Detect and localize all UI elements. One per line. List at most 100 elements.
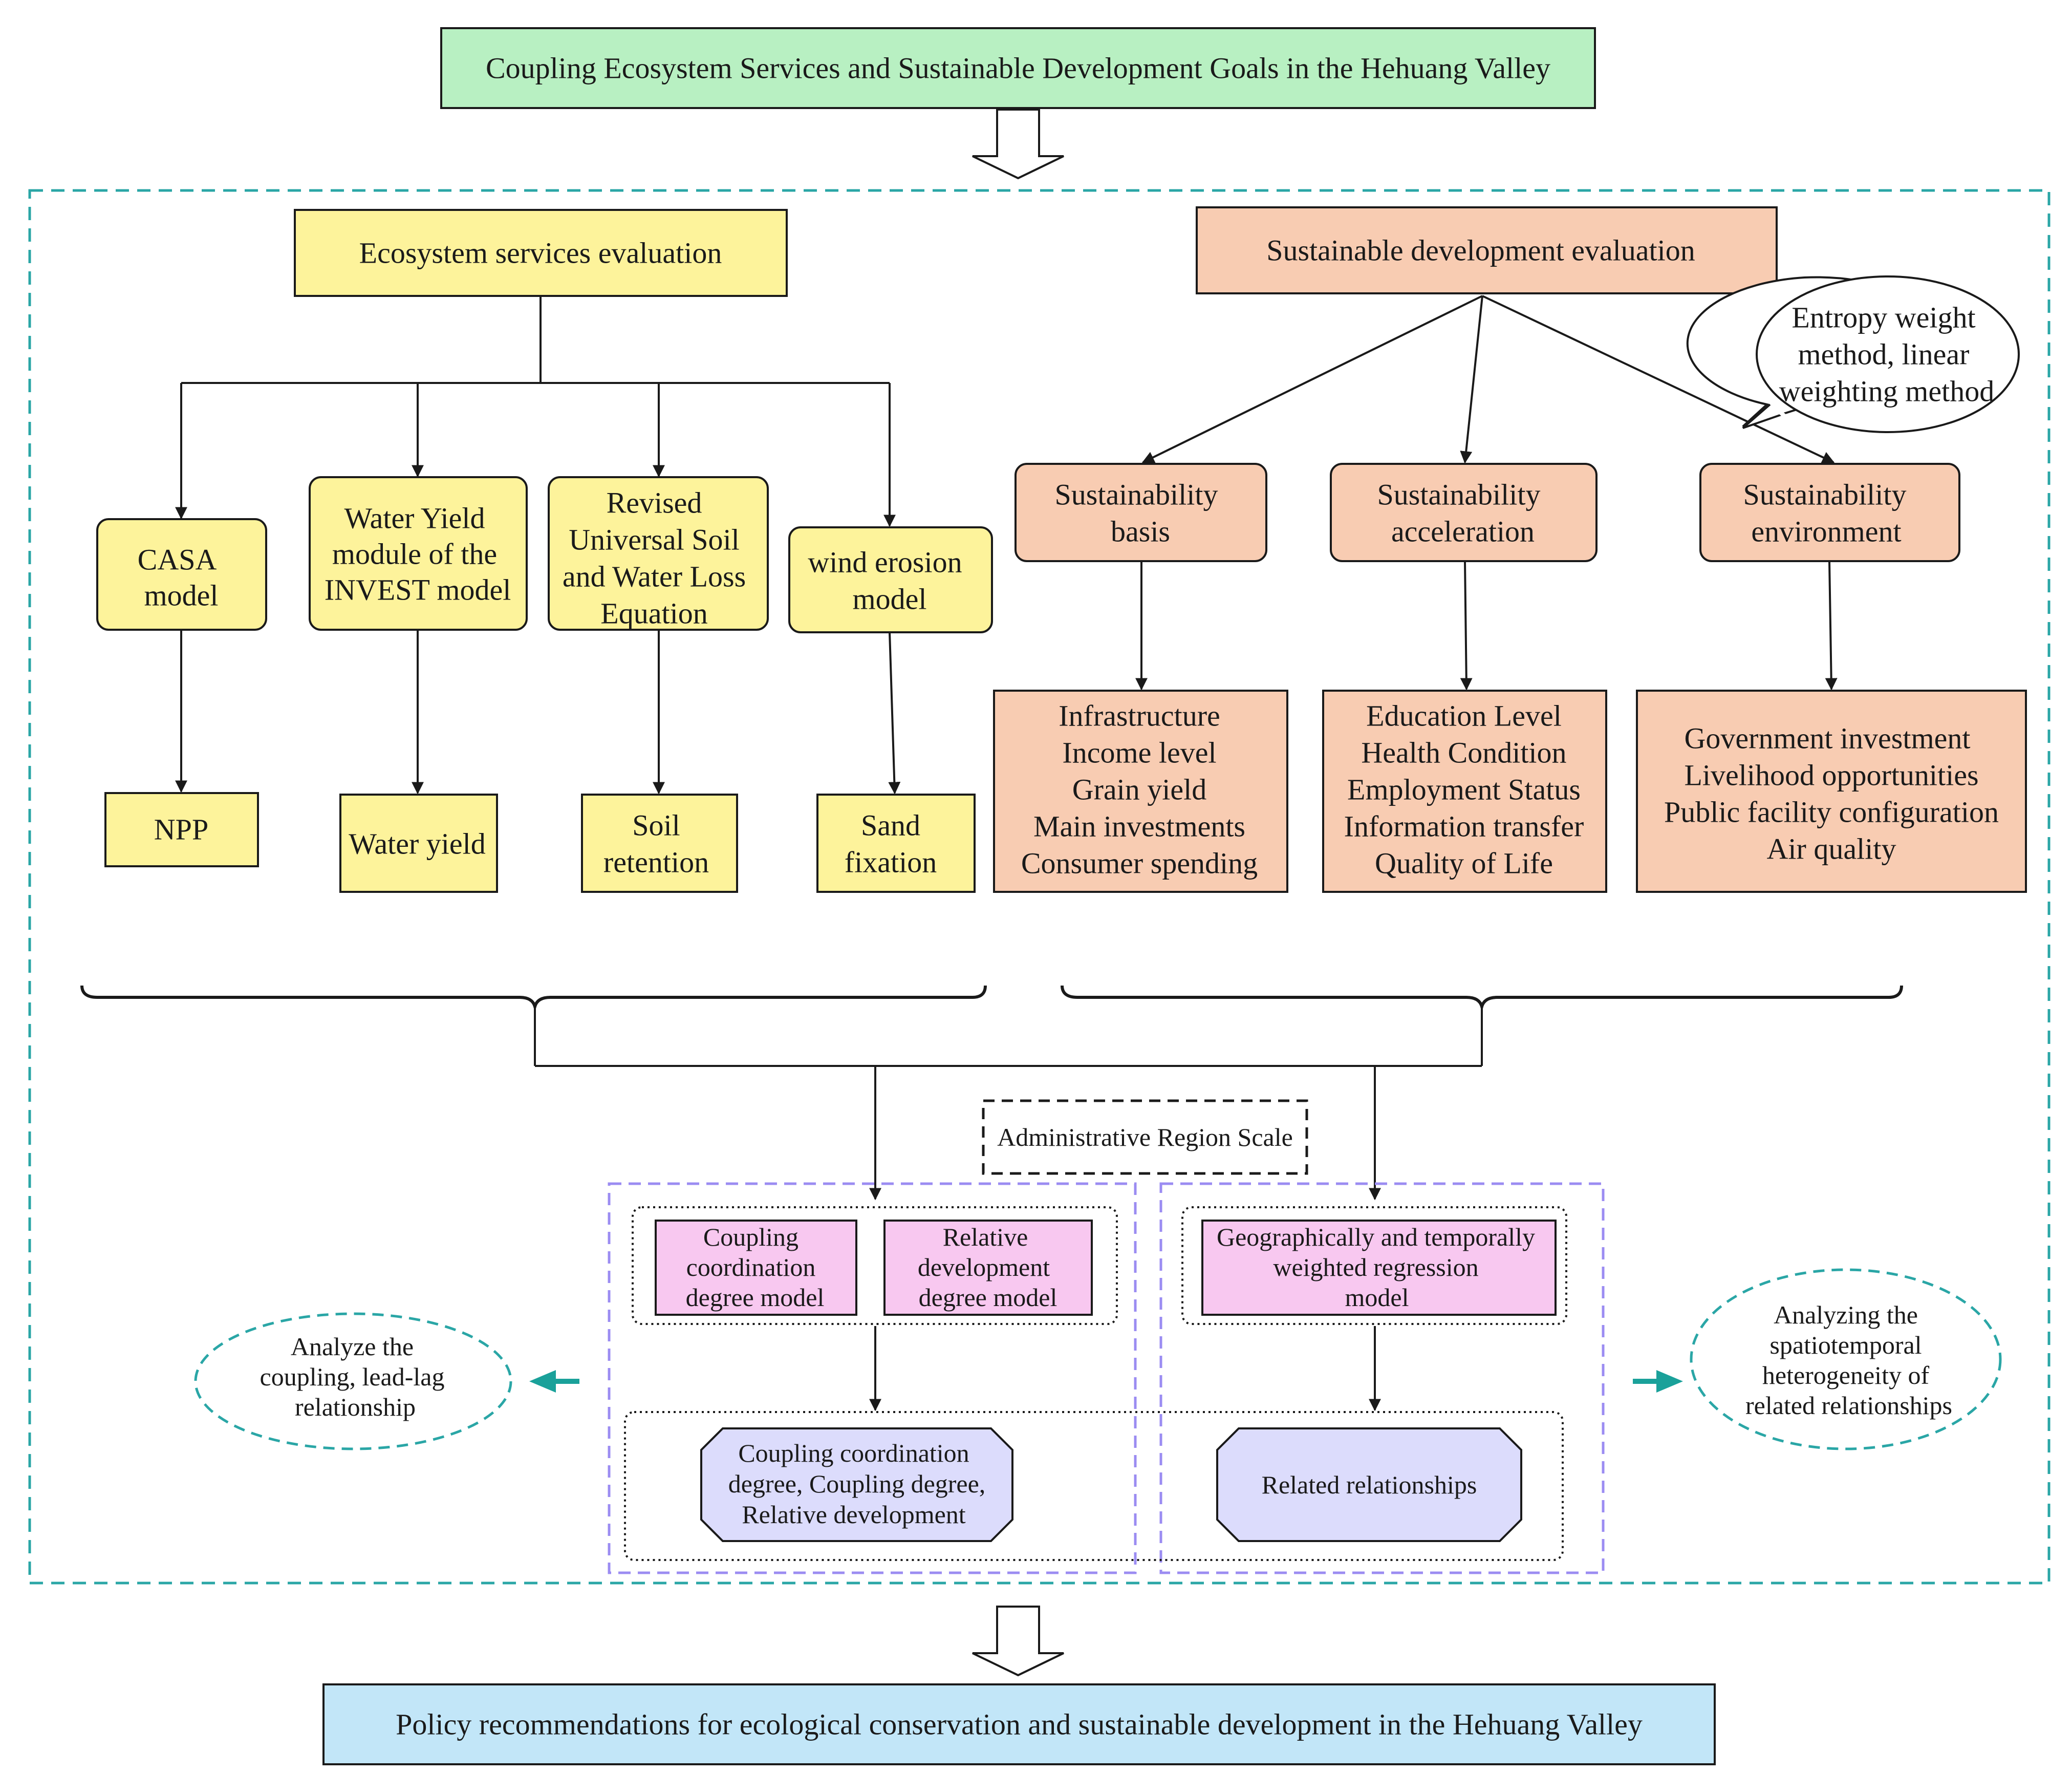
indicator-item: Air quality	[1767, 832, 1896, 866]
note-text: related relationships	[1745, 1391, 1952, 1420]
gtwr-model-box: Geographically and temporally weighted r…	[1201, 1220, 1557, 1316]
sustainable-header-text: Sustainable development evaluation	[1266, 234, 1695, 267]
top-title-box: Coupling Ecosystem Services and Sustaina…	[440, 27, 1596, 109]
sustainable-header-box: Sustainable development evaluation	[1196, 206, 1778, 294]
output-label: NPP	[154, 813, 208, 846]
model-label: Revised	[607, 486, 702, 520]
ecosystem-tree-connectors	[175, 296, 901, 795]
indicators-environment-box: Government investment Livelihood opportu…	[1636, 690, 2027, 893]
callout-text: method, linear	[1798, 338, 1969, 371]
results-group	[624, 1411, 1564, 1561]
indicator-item: Consumer spending	[1021, 847, 1258, 880]
model-label: coordination	[686, 1253, 816, 1281]
result-connectors	[869, 1326, 1381, 1412]
output-label: Soil	[632, 809, 680, 842]
indicator-item: Infrastructure	[1059, 699, 1220, 733]
model-label: and Water Loss	[563, 560, 746, 593]
relative-development-model-box: Relative development degree model	[883, 1220, 1093, 1316]
curly-brace-right	[1061, 985, 1903, 1013]
indicator-item: Quality of Life	[1375, 847, 1553, 880]
model-label: model	[1345, 1283, 1409, 1312]
category-label: acceleration	[1391, 515, 1535, 548]
coupling-results-octagon: Coupling coordination degree, Coupling d…	[700, 1427, 1013, 1542]
curly-brace-left	[80, 985, 987, 1013]
indicator-item: Employment Status	[1347, 773, 1581, 806]
indicator-item: Income level	[1062, 736, 1216, 770]
category-label: basis	[1111, 515, 1170, 548]
hollow-down-arrow-bottom	[972, 1606, 1064, 1677]
output-label: Sand	[861, 809, 920, 842]
category-label: Sustainability	[1055, 478, 1218, 511]
model-label: module of the	[332, 538, 497, 571]
coupling-coordination-model-box: Coupling coordination degree model	[655, 1220, 857, 1316]
admin-region-scale-box: Administrative Region Scale	[982, 1099, 1308, 1175]
output-label: fixation	[845, 846, 937, 879]
model-label: model	[144, 579, 219, 612]
model-label: INVEST model	[325, 573, 511, 607]
ecosystem-output-soil-retention: Soil retention	[581, 794, 738, 893]
note-text: Analyze the	[291, 1332, 414, 1361]
bottom-policy-text: Policy recommendations for ecological co…	[396, 1708, 1643, 1741]
teal-arrow-right	[1633, 1370, 1683, 1393]
ecosystem-output-sand-fixation: Sand fixation	[816, 794, 976, 893]
note-text: spatiotemporal	[1769, 1331, 1922, 1359]
model-label: degree model	[919, 1283, 1057, 1312]
ecosystem-output-water-yield: Water yield	[339, 794, 498, 893]
model-label: wind erosion	[808, 546, 962, 579]
category-label: Sustainability	[1743, 478, 1907, 511]
sustainability-environment-box: Sustainability environment	[1699, 463, 1960, 562]
ecosystem-header-box: Ecosystem services evaluation	[294, 209, 788, 297]
category-label: environment	[1751, 515, 1901, 548]
note-text: heterogeneity of	[1762, 1361, 1930, 1390]
analysis-column-left	[608, 1182, 1137, 1574]
sustainability-basis-box: Sustainability basis	[1015, 463, 1267, 562]
sustainable-tree-connectors	[1135, 295, 1838, 691]
related-relationships-octagon: Related relationships	[1216, 1427, 1522, 1542]
model-label: Relative	[943, 1223, 1028, 1251]
model-label: Universal Soil	[569, 523, 739, 557]
ecosystem-model-rusle: Revised Universal Soil and Water Loss Eq…	[548, 476, 769, 631]
indicator-item: Education Level	[1366, 699, 1562, 733]
note-text: relationship	[295, 1393, 416, 1421]
model-label: CASA	[138, 543, 217, 576]
result-label: Related relationships	[1262, 1470, 1477, 1499]
right-model-group	[1181, 1206, 1567, 1325]
model-label: model	[853, 583, 927, 616]
result-label: degree, Coupling degree,	[728, 1469, 986, 1498]
result-label: Coupling coordination	[738, 1439, 969, 1467]
indicator-item: Grain yield	[1072, 773, 1207, 806]
model-label: Equation	[600, 597, 707, 630]
model-label: Water Yield	[344, 502, 485, 535]
admin-region-scale-label: Administrative Region Scale	[997, 1123, 1293, 1151]
indicator-item: Public facility configuration	[1664, 796, 1999, 829]
category-label: Sustainability	[1377, 478, 1541, 511]
model-label: Geographically and temporally	[1217, 1223, 1535, 1251]
model-label: weighted regression	[1273, 1253, 1478, 1281]
output-label: Water yield	[349, 827, 486, 861]
ecosystem-model-casa: CASA model	[96, 518, 267, 631]
note-text: coupling, lead-lag	[260, 1362, 445, 1391]
ecosystem-model-wind-erosion: wind erosion model	[788, 526, 993, 633]
hollow-down-arrow-top	[972, 109, 1064, 180]
bottom-policy-box: Policy recommendations for ecological co…	[322, 1683, 1716, 1765]
indicator-item: Information transfer	[1344, 810, 1584, 843]
method-callout-bubble: Entropy weight method, linear weighting …	[1686, 275, 2020, 433]
sustainability-acceleration-box: Sustainability acceleration	[1330, 463, 1598, 562]
indicator-item: Livelihood opportunities	[1684, 759, 1978, 792]
note-text: Analyzing the	[1774, 1300, 1918, 1329]
left-note-ellipse: Analyze the coupling, lead-lag relations…	[194, 1312, 512, 1450]
callout-text: Entropy weight	[1792, 301, 1975, 334]
indicators-basis-box: Infrastructure Income level Grain yield …	[993, 690, 1288, 893]
ecosystem-output-npp: NPP	[104, 792, 259, 867]
indicators-acceleration-box: Education Level Health Condition Employm…	[1322, 690, 1607, 893]
result-label: Relative development	[742, 1500, 965, 1529]
indicator-item: Health Condition	[1361, 736, 1566, 770]
teal-arrow-left	[529, 1370, 579, 1393]
merge-connectors	[534, 1007, 1483, 1201]
model-label: development	[918, 1253, 1050, 1281]
output-label: retention	[603, 846, 709, 879]
ecosystem-model-water-yield: Water Yield module of the INVEST model	[309, 476, 528, 631]
right-note-ellipse: Analyzing the spatiotemporal heterogenei…	[1690, 1268, 2002, 1450]
model-label: degree model	[686, 1283, 825, 1312]
